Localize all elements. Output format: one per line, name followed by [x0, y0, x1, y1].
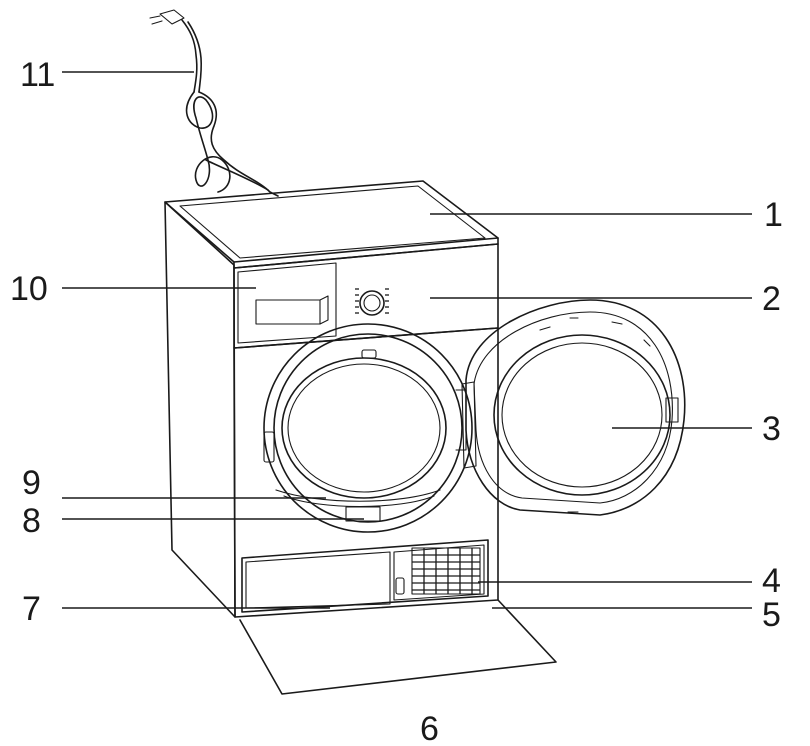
- water-tank-cover: [245, 551, 391, 609]
- callout-7: 7: [22, 590, 41, 628]
- drum-opening: [263, 323, 473, 533]
- filter-handle: [345, 506, 381, 522]
- condenser-grille: [411, 547, 481, 595]
- dryer-side-panel: [164, 201, 236, 618]
- loading-door: [461, 299, 686, 516]
- callout-4: 4: [762, 562, 781, 600]
- callout-8: 8: [22, 502, 41, 540]
- callout-5: 5: [762, 596, 781, 634]
- callout-labels: 11 1 2 3 4 5 6 7 8 9 10: [10, 56, 783, 746]
- callout-10: 10: [10, 270, 48, 308]
- callout-3: 3: [762, 410, 781, 448]
- program-knob: [359, 290, 385, 316]
- control-panel: [233, 243, 499, 349]
- power-cord: [149, 9, 279, 197]
- callout-1: 1: [764, 196, 783, 234]
- top-cover: [164, 180, 499, 269]
- callout-6: 6: [420, 710, 439, 746]
- leader-lines: [62, 71, 752, 609]
- bottom-panel: [239, 539, 557, 695]
- callout-11: 11: [20, 56, 55, 94]
- callout-9: 9: [22, 464, 41, 502]
- callout-2: 2: [762, 280, 781, 318]
- display-window: [255, 299, 321, 325]
- tank-handle: [395, 577, 405, 595]
